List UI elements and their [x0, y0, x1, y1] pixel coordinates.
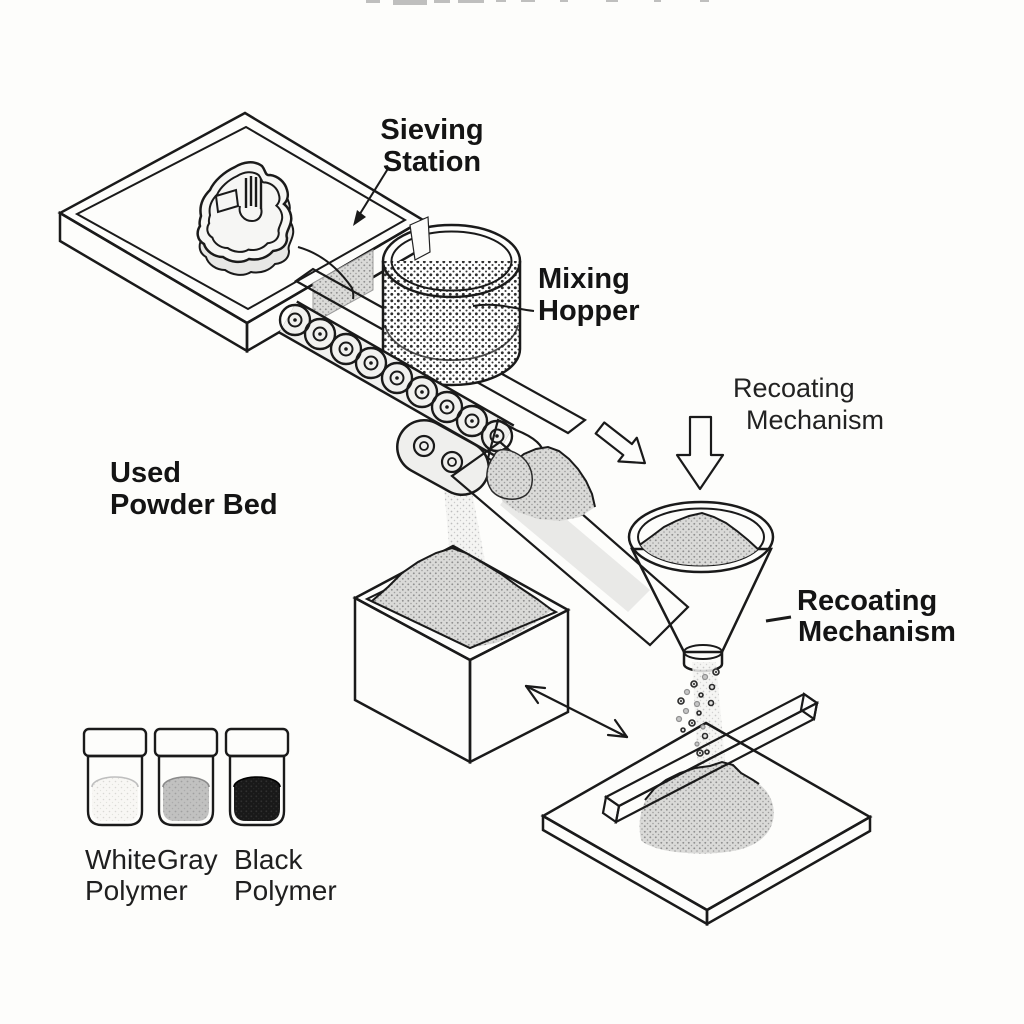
funnel-spout-joint — [683, 644, 723, 660]
jar-black-label-line1: Black — [234, 844, 303, 875]
recoating-funnel — [627, 500, 775, 673]
recoater-blade — [601, 692, 820, 825]
blade-right-end — [799, 692, 819, 721]
recoating-leader-dash — [765, 615, 792, 623]
box-pile-edge — [371, 546, 553, 611]
falling-particles — [675, 668, 720, 757]
funnel-powder-edge — [638, 511, 761, 552]
spout-powder-stream — [692, 662, 726, 770]
roller — [412, 434, 436, 458]
jar-black-label-line2: Polymer — [234, 875, 337, 906]
supply-box — [352, 544, 571, 765]
roller — [329, 332, 363, 366]
conveyor-drive-pulley — [396, 419, 490, 496]
blade-left-end — [601, 795, 621, 824]
sieving-station-label-line2: Station — [383, 146, 481, 178]
jar-white-powder — [92, 777, 138, 821]
jar-white-body — [86, 754, 144, 827]
bed-top-face — [57, 111, 426, 325]
legend-jars — [82, 727, 290, 827]
roller — [440, 450, 464, 474]
mixing-hopper-label-line1: Mixing — [538, 263, 630, 295]
mixing-hopper-label-line2: Hopper — [538, 295, 640, 327]
jar-gray-polymer — [153, 727, 219, 827]
roller — [430, 390, 464, 424]
jar-white-polymer — [82, 727, 148, 827]
sieving-pointer-arrow — [353, 166, 390, 226]
bed-corner-notch — [409, 216, 431, 261]
box-front-right-face — [468, 607, 570, 765]
jar-white-label-line2: Polymer — [85, 875, 188, 906]
funnel-rim-outer — [627, 500, 775, 574]
jar-gray-body — [157, 754, 215, 827]
recoating-lower-label-line2: Mechanism — [798, 616, 956, 648]
drum-powder-level — [384, 324, 519, 361]
jar-gray-label-line1: Gray — [157, 844, 218, 875]
platform-top-face — [540, 721, 873, 912]
roller — [354, 346, 388, 380]
jar-gray-powder — [163, 777, 209, 821]
jar-black-polymer — [224, 727, 290, 827]
chute-plane — [450, 440, 690, 647]
bed-inner-border — [74, 125, 408, 311]
roller — [303, 317, 337, 351]
jar-black-body — [228, 754, 286, 827]
recoating-lower-label-line1: Recoating — [797, 585, 937, 617]
roller — [405, 375, 439, 409]
roller — [278, 303, 312, 337]
roller — [455, 404, 489, 438]
box-platform-double-arrow — [524, 684, 629, 739]
roller — [380, 361, 414, 395]
drum-rim-inner — [390, 230, 513, 292]
sieving-station-label-line1: Sieving — [380, 114, 483, 146]
build-platform — [540, 721, 873, 927]
recoating-upper-label-line1: Recoating — [733, 373, 855, 403]
transfer-powder-puff — [486, 448, 533, 500]
used-powder-bed-label-line2: Powder Bed — [110, 489, 278, 521]
jar-black-powder — [234, 777, 280, 821]
embedded-part — [196, 161, 295, 276]
arrow-down-icon — [675, 415, 725, 491]
arrow-diagonal-icon — [594, 421, 647, 465]
recoating-upper-label-line2: Mechanism — [746, 405, 884, 435]
conveyor-rollers — [278, 303, 514, 453]
part-gear-detail — [214, 176, 263, 223]
bed-flow-curve — [297, 246, 355, 300]
mixing-hopper-leader — [472, 303, 535, 312]
used-powder-bed-label-line1: Used — [110, 457, 181, 489]
cropped-top-remnant — [366, 0, 709, 5]
labels: Used Powder Bed Sieving Station Mixing H… — [85, 114, 956, 906]
jar-white-label-line1: White — [85, 844, 157, 875]
conveyor-belt — [278, 300, 515, 458]
